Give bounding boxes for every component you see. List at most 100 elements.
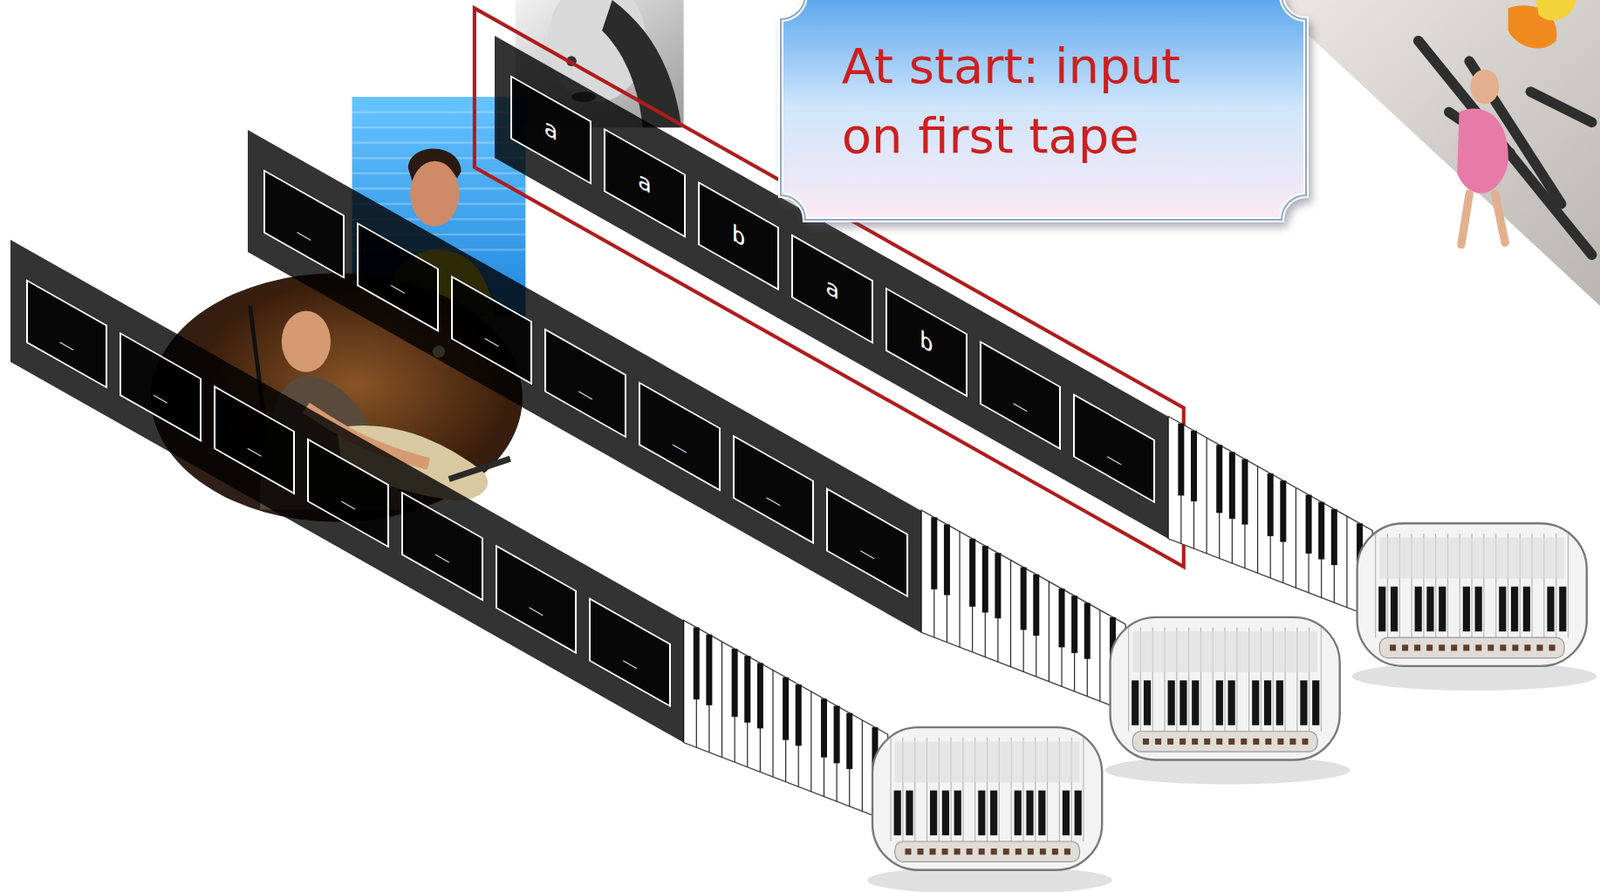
decoration bbox=[1264, 738, 1272, 746]
decoration bbox=[1062, 791, 1070, 836]
tape-cell: _ bbox=[732, 434, 815, 544]
decoration bbox=[1438, 587, 1446, 632]
decoration bbox=[705, 635, 712, 706]
decoration bbox=[929, 791, 937, 836]
decoration bbox=[1487, 644, 1494, 651]
tape-cell: _ bbox=[119, 332, 202, 442]
decoration bbox=[1301, 738, 1308, 746]
decoration bbox=[1244, 459, 1245, 569]
tape-cell: _ bbox=[826, 487, 909, 597]
tape-symbol: _ bbox=[672, 420, 687, 452]
decoration bbox=[929, 848, 937, 855]
callout-box: At start: input on first tape bbox=[780, 0, 1306, 220]
tape-cell: _ bbox=[451, 274, 534, 384]
tape-cell: _ bbox=[25, 279, 108, 389]
tape-symbol: _ bbox=[485, 314, 500, 346]
decoration bbox=[1251, 680, 1259, 725]
decoration bbox=[1426, 644, 1433, 651]
decoration bbox=[1216, 680, 1224, 725]
decoration bbox=[734, 649, 736, 763]
decoration bbox=[1379, 637, 1565, 658]
decoration bbox=[958, 532, 960, 649]
decoration bbox=[1218, 444, 1220, 559]
tape-symbol: b bbox=[919, 327, 934, 358]
decoration bbox=[1511, 587, 1518, 632]
decoration bbox=[1312, 680, 1320, 725]
decoration bbox=[848, 713, 850, 807]
decoration bbox=[1191, 738, 1198, 746]
decoration bbox=[1231, 451, 1233, 564]
decoration bbox=[1064, 848, 1071, 855]
decoration bbox=[1168, 680, 1176, 725]
decoration bbox=[894, 791, 902, 836]
decoration bbox=[930, 517, 937, 590]
decoration bbox=[1401, 644, 1409, 651]
decoration bbox=[1267, 473, 1274, 537]
decoration bbox=[810, 691, 812, 793]
tape-symbol: _ bbox=[579, 367, 594, 398]
decoration bbox=[984, 546, 986, 658]
tape-cell: _ bbox=[263, 169, 346, 279]
tape-cell: _ bbox=[588, 597, 671, 707]
decoration bbox=[1318, 502, 1325, 561]
decoration bbox=[1073, 595, 1075, 692]
decoration bbox=[1270, 473, 1272, 579]
decoration bbox=[1082, 738, 1084, 842]
decoration bbox=[1295, 487, 1297, 589]
decoration bbox=[1498, 587, 1506, 632]
decoration bbox=[1240, 738, 1247, 746]
decoration bbox=[1276, 680, 1284, 725]
decoration bbox=[1071, 595, 1078, 654]
decoration bbox=[1216, 444, 1223, 513]
tape-roll bbox=[872, 727, 1102, 871]
decoration bbox=[977, 791, 985, 836]
decoration bbox=[982, 546, 989, 614]
callout-border bbox=[780, 0, 1306, 220]
tape-roll bbox=[1357, 523, 1587, 667]
decoration bbox=[990, 791, 998, 836]
decoration bbox=[1229, 451, 1236, 520]
tape-cell: _ bbox=[979, 340, 1062, 450]
tape-symbol: _ bbox=[1107, 433, 1122, 465]
decoration bbox=[895, 841, 1081, 862]
decoration bbox=[795, 684, 802, 746]
decoration bbox=[1378, 587, 1386, 632]
decoration bbox=[1320, 628, 1322, 732]
decoration bbox=[966, 848, 973, 855]
decoration bbox=[1155, 738, 1162, 746]
decoration bbox=[744, 656, 751, 724]
callout-body: At start: input on first tape bbox=[841, 31, 1239, 171]
decoration bbox=[1084, 602, 1091, 659]
tape-cell: _ bbox=[356, 221, 439, 331]
decoration bbox=[772, 670, 773, 778]
decoration bbox=[1546, 587, 1554, 632]
tape-cell: b bbox=[885, 287, 968, 397]
decoration bbox=[1463, 644, 1470, 651]
decoration bbox=[905, 791, 913, 836]
decoration bbox=[1180, 423, 1182, 545]
tape-strip: _______ bbox=[10, 239, 684, 744]
decoration bbox=[1206, 437, 1208, 554]
decoration bbox=[731, 649, 739, 718]
tape-symbol: a bbox=[544, 114, 559, 145]
decoration bbox=[782, 677, 789, 741]
decoration bbox=[1241, 459, 1248, 526]
decoration bbox=[954, 791, 962, 836]
decoration bbox=[1010, 560, 1012, 667]
tape-symbol: _ bbox=[390, 261, 405, 293]
decoration bbox=[1346, 516, 1348, 608]
decoration bbox=[1099, 610, 1101, 702]
decoration bbox=[1426, 587, 1434, 632]
tape-cell: _ bbox=[307, 438, 390, 548]
decoration bbox=[997, 553, 999, 663]
decoration bbox=[991, 848, 998, 855]
decoration bbox=[1277, 738, 1284, 746]
decoration bbox=[994, 553, 1001, 619]
decoration bbox=[1320, 502, 1322, 599]
decoration bbox=[823, 698, 825, 797]
tape-symbol: _ bbox=[622, 636, 637, 668]
tape-cell: _ bbox=[212, 385, 295, 495]
decoration bbox=[1438, 644, 1445, 651]
tape-cell: a bbox=[792, 234, 875, 344]
